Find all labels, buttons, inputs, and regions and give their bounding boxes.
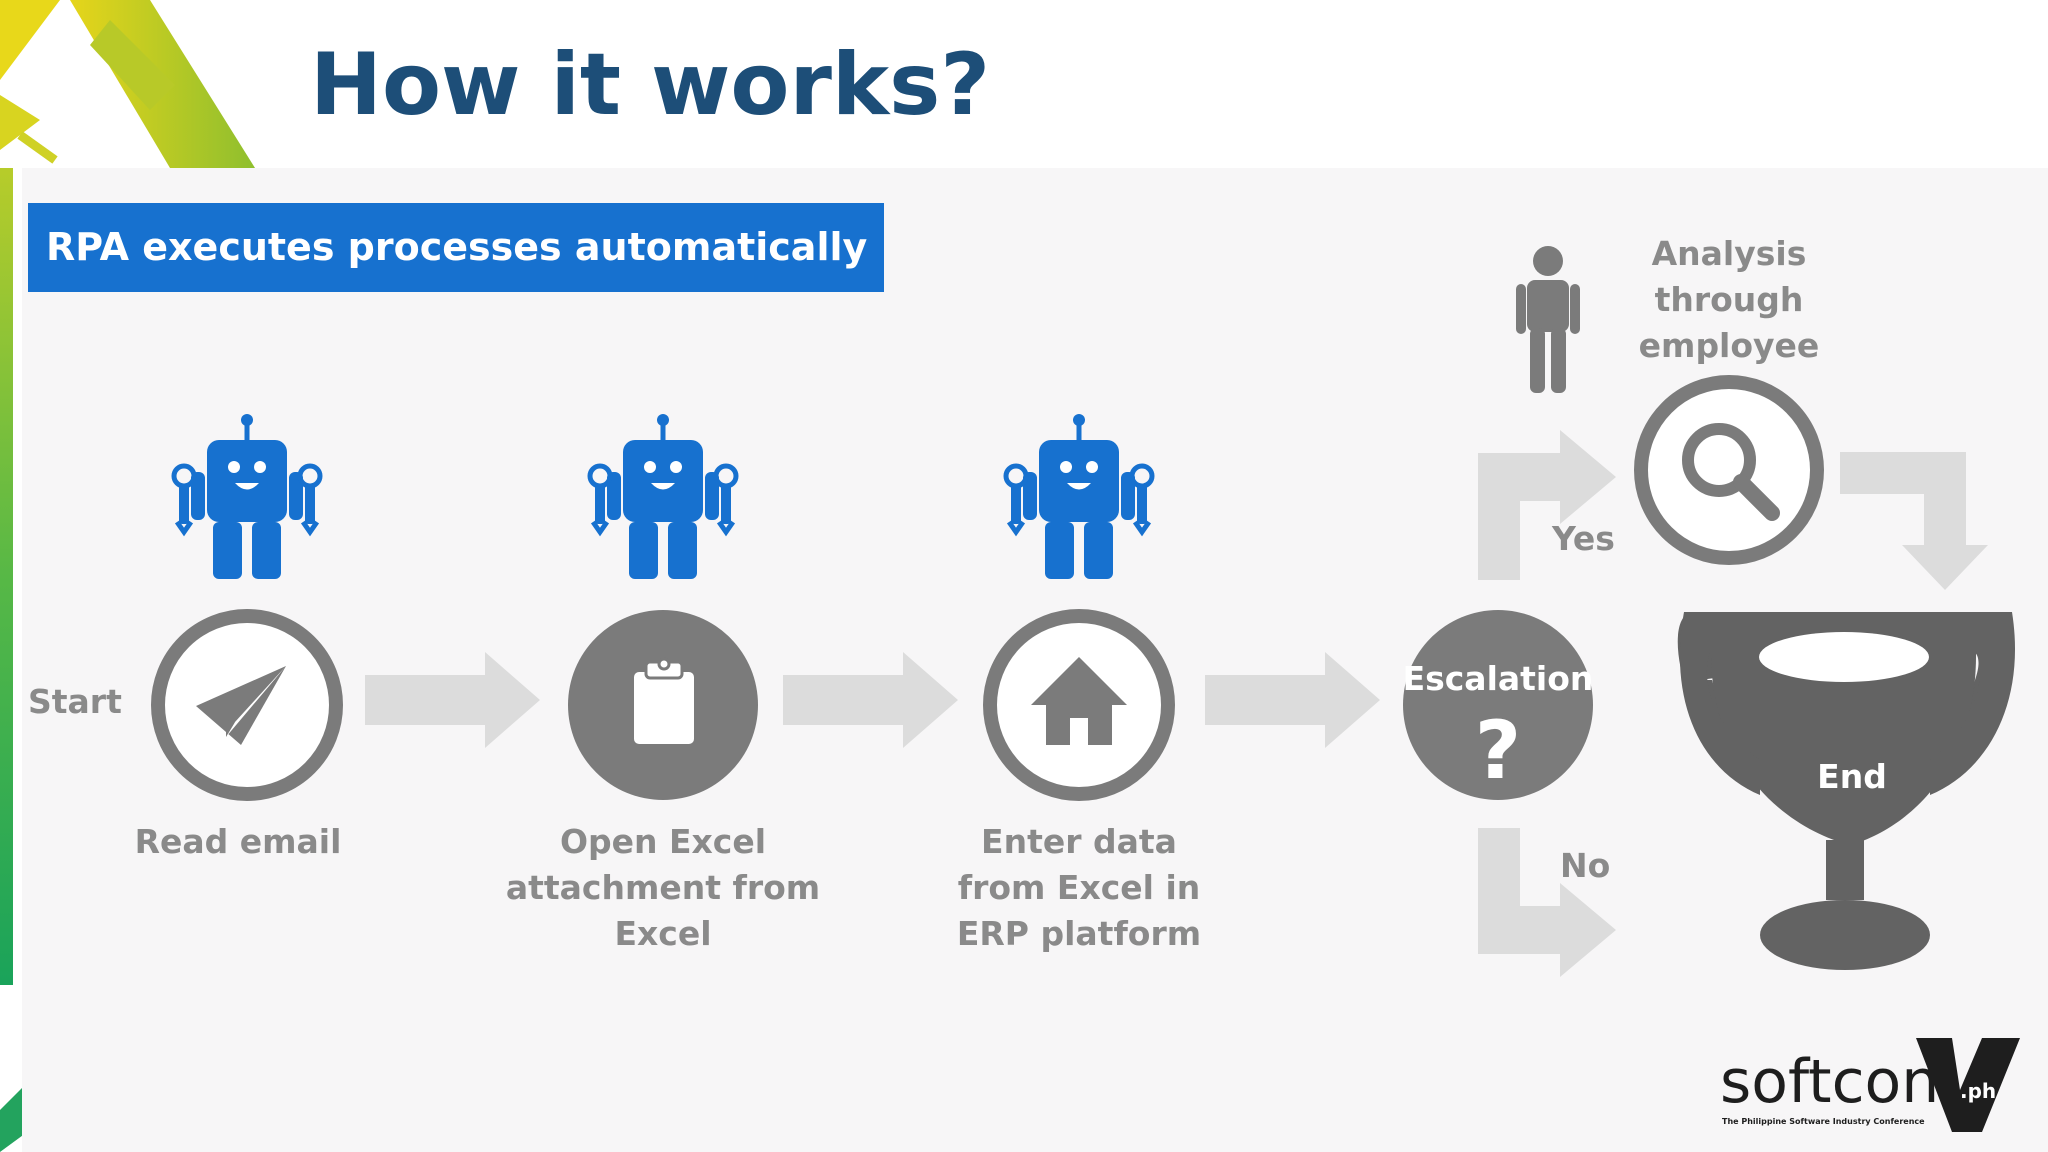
softcon-logo: softcon .ph The Philippine Software Indu…: [1720, 1038, 2020, 1132]
step-2-label-line: Open Excel: [560, 822, 766, 861]
escalation-decision: Escalation ?: [1403, 610, 1594, 800]
end-label: End: [1817, 757, 1887, 796]
robot-icon: [174, 414, 320, 579]
paper-plane-icon: [196, 666, 286, 745]
step-1-label-line: Read email: [135, 822, 342, 861]
analysis-label-line: through: [1655, 280, 1804, 319]
robot-icon: [590, 414, 736, 579]
banner-label: RPA executes processes automatically: [28, 203, 884, 292]
flow-arrow-icon: [783, 652, 958, 748]
trophy-icon: [1677, 612, 2016, 970]
step-read-email: [151, 609, 343, 801]
robot-icon: [1006, 414, 1152, 579]
slide-title: How it works?: [310, 35, 991, 135]
yes-label: Yes: [1551, 519, 1615, 558]
flow-arrow-icon: [1205, 652, 1380, 748]
logo-name: softcon: [1720, 1047, 1939, 1117]
step-enter-data: [983, 609, 1175, 801]
escalation-label: Escalation: [1403, 659, 1594, 698]
step-3-label-line: Enter data: [981, 822, 1177, 861]
person-icon: [1516, 246, 1580, 393]
step-3-label-line: ERP platform: [957, 914, 1201, 953]
step-open-excel: [568, 610, 758, 800]
analysis-label-line: Analysis: [1652, 234, 1807, 273]
analysis-label-line: employee: [1639, 326, 1820, 365]
step-2-label-line: Excel: [614, 914, 711, 953]
step-3-label-line: from Excel in: [958, 868, 1201, 907]
flow-arrow-icon: [365, 652, 540, 748]
logo-suffix: .ph: [1960, 1079, 1996, 1103]
step-2-label-line: attachment from: [506, 868, 820, 907]
analysis-step: [1634, 375, 1824, 565]
clipboard-icon: [634, 657, 694, 744]
analysis-to-end-arrow: [1840, 452, 1988, 590]
start-label: Start: [28, 682, 122, 721]
no-branch-arrow: [1478, 828, 1616, 977]
magnifier-icon: [1682, 423, 1780, 521]
logo-tagline: The Philippine Software Industry Confere…: [1722, 1117, 1925, 1126]
home-icon: [1031, 657, 1127, 745]
yes-branch-arrow: [1478, 430, 1616, 580]
no-label: No: [1560, 846, 1610, 885]
question-mark-icon: ?: [1475, 704, 1521, 797]
